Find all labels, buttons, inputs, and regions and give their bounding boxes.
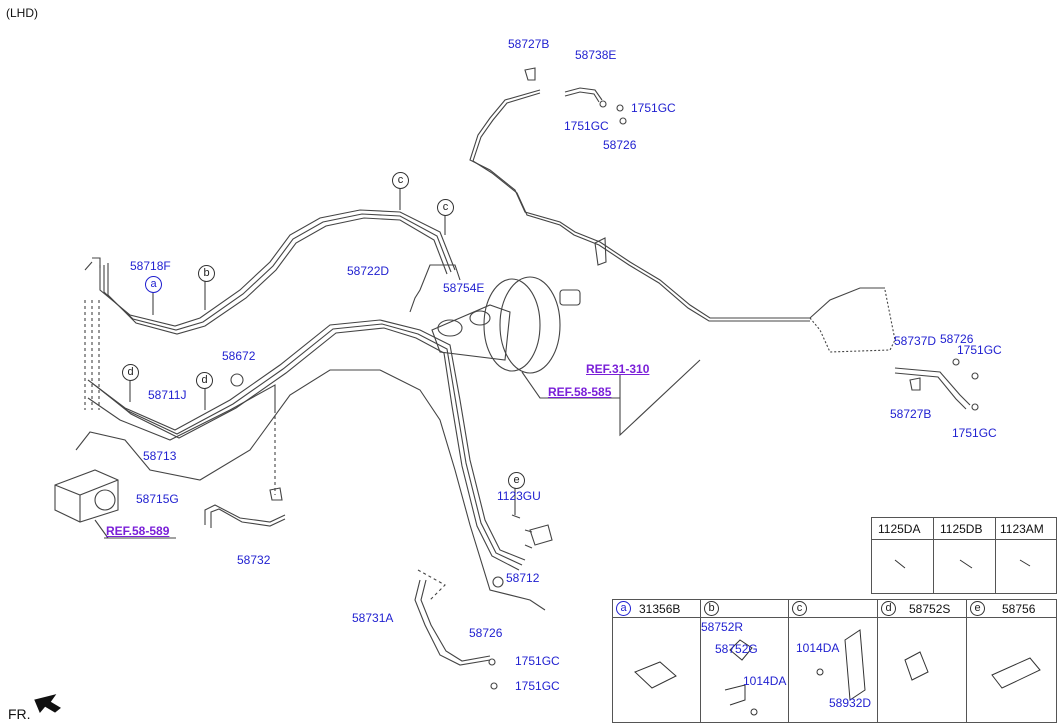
clip-58672 — [230, 373, 244, 387]
grommet — [492, 576, 504, 588]
part-label-58738E[interactable]: 58738E — [575, 48, 617, 62]
part-label-58726-bottom[interactable]: 58726 — [469, 626, 503, 640]
table-part-1014DA-b[interactable]: 1014DA — [743, 674, 787, 688]
part-label-1751GC-bottom-2[interactable]: 1751GC — [515, 679, 560, 693]
brake-booster — [431, 276, 581, 374]
part-label-58712[interactable]: 58712 — [506, 571, 540, 585]
variant-label: (LHD) — [6, 6, 38, 20]
part-label-58727B-top[interactable]: 58727B — [508, 37, 550, 51]
parts-table: a 31356B b c d 58752S e 58756 58752R 587… — [612, 599, 1057, 723]
callout-c-2: c — [437, 199, 454, 216]
part-58752S-icon — [904, 651, 929, 681]
part-label-1751GC-right-1[interactable]: 1751GC — [957, 343, 1002, 357]
part-label-58737D[interactable]: 58737D — [894, 334, 937, 348]
table-part-58752G[interactable]: 58752G — [715, 642, 758, 656]
part-label-58754E[interactable]: 58754E — [443, 281, 485, 295]
ref-58-589-link[interactable]: REF.58-589 — [106, 524, 170, 538]
part-label-1123GU[interactable]: 1123GU — [497, 489, 541, 503]
front-brake-pipes — [84, 209, 456, 335]
part-label-58722D[interactable]: 58722D — [347, 264, 390, 278]
part-label-1751GC-bottom-1[interactable]: 1751GC — [515, 654, 560, 668]
pipe-58713 — [87, 384, 276, 441]
rear-brake-line-pipe — [469, 89, 885, 322]
rear-hose-58737D — [894, 367, 971, 410]
callout-e: e — [508, 472, 525, 489]
ref31-leader — [619, 359, 701, 437]
bolt-header-1125DB: 1125DB — [940, 522, 983, 536]
bracket-rear — [594, 237, 607, 266]
callout-c-1: c — [392, 172, 409, 189]
table-header-58756: 58756 — [1002, 602, 1036, 616]
callout-d-1: d — [122, 364, 139, 381]
ref-58-585-link[interactable]: REF.58-585 — [548, 385, 612, 399]
table-header-31356B: 31356B — [639, 602, 681, 616]
part-label-58726-right[interactable]: 58726 — [940, 332, 974, 346]
part-label-1751GC-top-left[interactable]: 1751GC — [564, 119, 609, 133]
pipe-58722D — [409, 264, 461, 313]
table-part-58932D[interactable]: 58932D — [829, 696, 872, 710]
table-part-1014DA-c[interactable]: 1014DA — [796, 641, 840, 655]
front-direction-arrow-icon — [34, 694, 61, 714]
ref-31-310-link[interactable]: REF.31-310 — [586, 362, 650, 376]
clip-58727B-right — [909, 377, 921, 391]
part-label-58726-top[interactable]: 58726 — [603, 138, 637, 152]
pipe-58715G — [75, 369, 546, 611]
callout-d-2: d — [196, 372, 213, 389]
table-callout-e: e — [970, 601, 985, 616]
table-header-58752S: 58752S — [909, 602, 951, 616]
table-callout-a: a — [616, 601, 631, 616]
callout-a: a — [145, 276, 162, 293]
part-label-1751GC-top-right[interactable]: 1751GC — [631, 101, 676, 115]
front-direction-label: FR. — [8, 706, 31, 722]
front-hose-58732 — [204, 504, 286, 528]
part-58932D-icon — [844, 629, 866, 701]
front-hose-58731A — [414, 569, 491, 666]
part-label-58727B-right[interactable]: 58727B — [890, 407, 932, 421]
part-label-58731A[interactable]: 58731A — [352, 611, 394, 625]
part-58756-icon — [991, 657, 1041, 689]
bolt-header-1125DA: 1125DA — [878, 522, 921, 536]
part-label-58711J[interactable]: 58711J — [148, 388, 187, 402]
bolt-icons — [894, 559, 1031, 569]
part-label-58713[interactable]: 58713 — [143, 449, 177, 463]
part-label-58732[interactable]: 58732 — [237, 553, 271, 567]
table-callout-b: b — [704, 601, 719, 616]
part-label-58718F[interactable]: 58718F — [130, 259, 171, 273]
bolt-header-1123AM: 1123AM — [1000, 522, 1044, 536]
part-31356B-icon — [634, 661, 677, 689]
part-58752R-icon — [724, 639, 753, 706]
guide-dash — [809, 289, 896, 353]
abs-module — [54, 469, 119, 523]
table-callout-c: c — [792, 601, 807, 616]
callout-b: b — [198, 265, 215, 282]
clip-58732 — [269, 487, 283, 501]
rear-hose-58738E — [564, 87, 603, 103]
table-callout-d: d — [881, 601, 896, 616]
bolt-table: 1125DA 1125DB 1123AM — [871, 517, 1057, 594]
middle-brake-pipes — [87, 319, 526, 571]
abs-guide-dash — [84, 300, 100, 410]
table-part-58752R[interactable]: 58752R — [701, 620, 744, 634]
part-label-58672[interactable]: 58672 — [222, 349, 256, 363]
part-label-1751GC-right-2[interactable]: 1751GC — [952, 426, 997, 440]
part-label-58715G[interactable]: 58715G — [136, 492, 179, 506]
bracket-58712 — [529, 524, 553, 546]
clip-58727B-top — [524, 67, 536, 81]
bolt-1751GC — [616, 104, 624, 112]
